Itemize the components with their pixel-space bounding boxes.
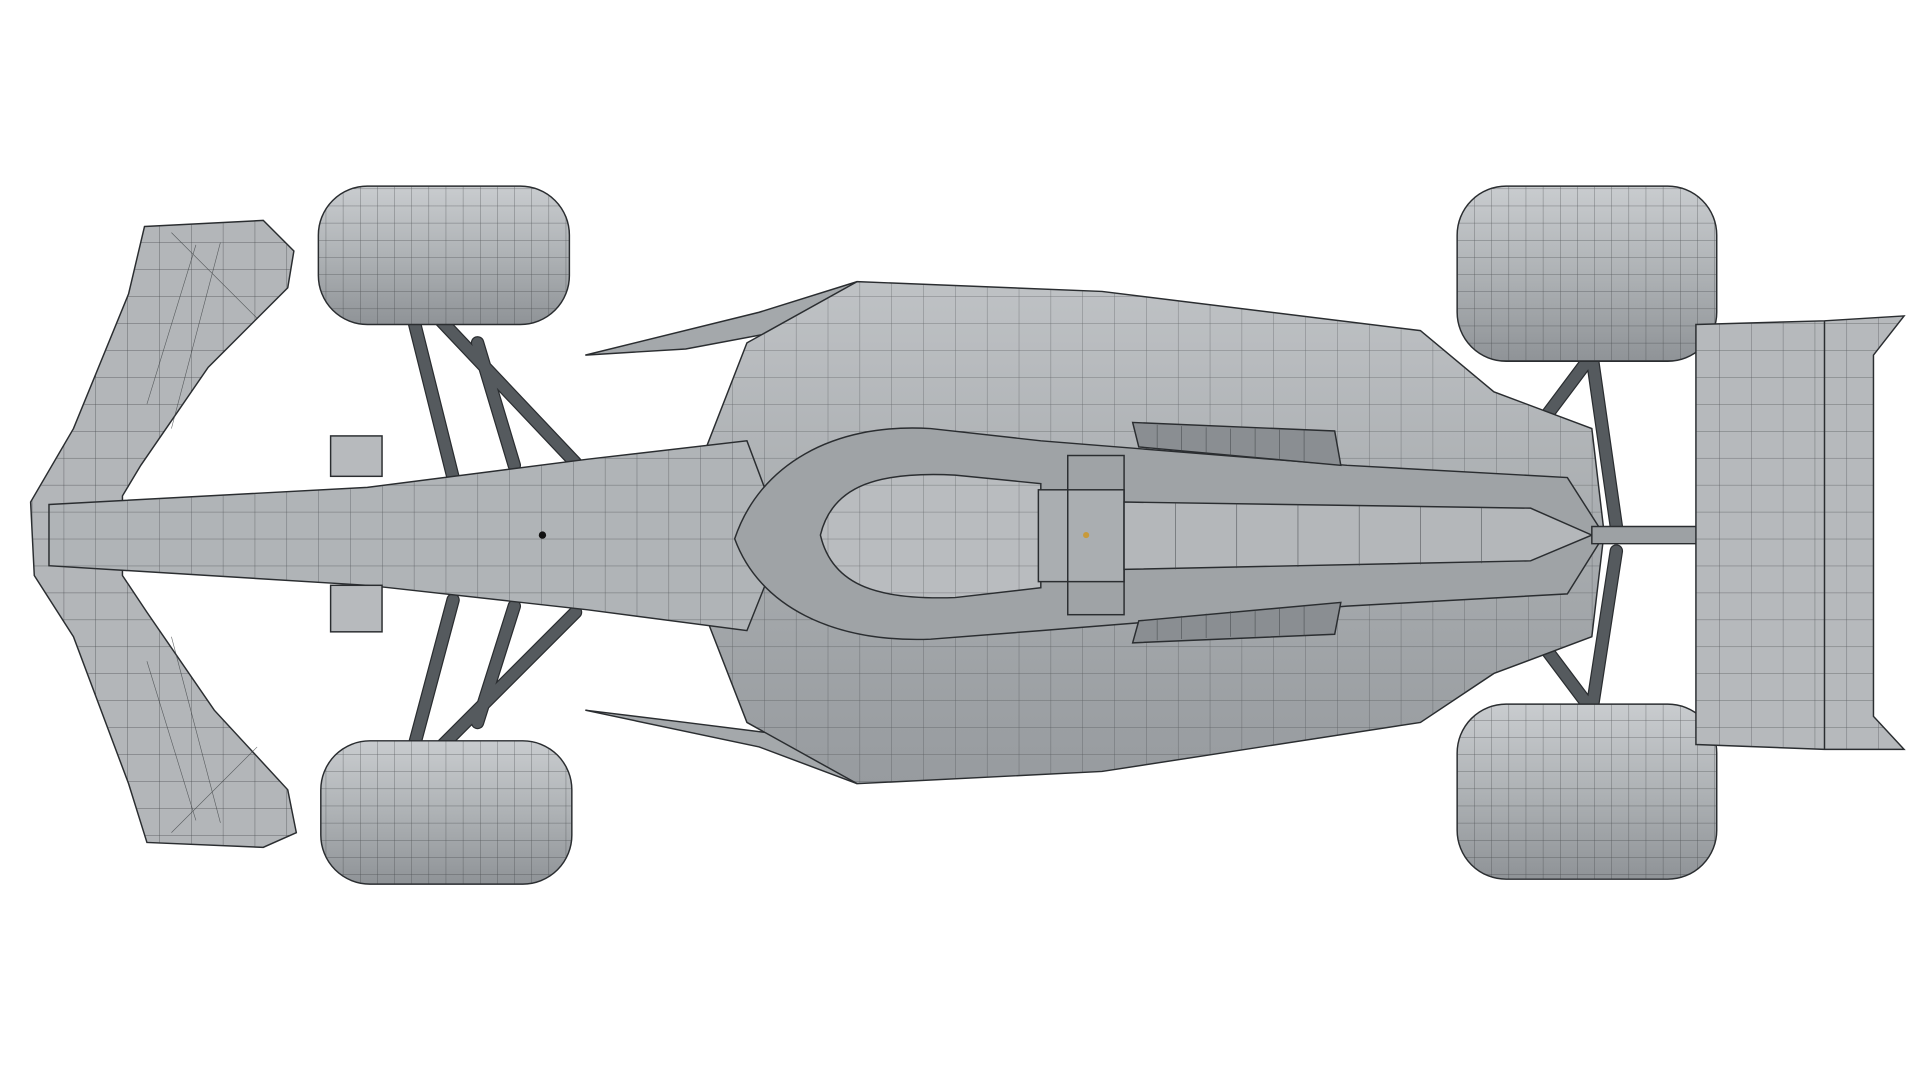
rear-suspension <box>1511 348 1624 717</box>
front-right-tire <box>320 740 573 885</box>
front-suspension <box>397 274 583 791</box>
rear-wing <box>1695 315 1906 751</box>
front-camera-pod-top <box>329 435 383 478</box>
rear-right-tire <box>1456 703 1718 880</box>
sidepod-cooling-louvres-top <box>1131 421 1342 467</box>
rear-left-tire <box>1456 185 1718 362</box>
sidepod-cooling-louvres-bottom <box>1131 601 1342 644</box>
center-sensor <box>1083 532 1090 539</box>
nose-sensor <box>538 531 547 539</box>
front-left-tire <box>317 185 571 326</box>
front-camera-pod-bottom <box>329 584 383 633</box>
front-wing <box>29 219 298 849</box>
nose-cone <box>48 440 785 632</box>
